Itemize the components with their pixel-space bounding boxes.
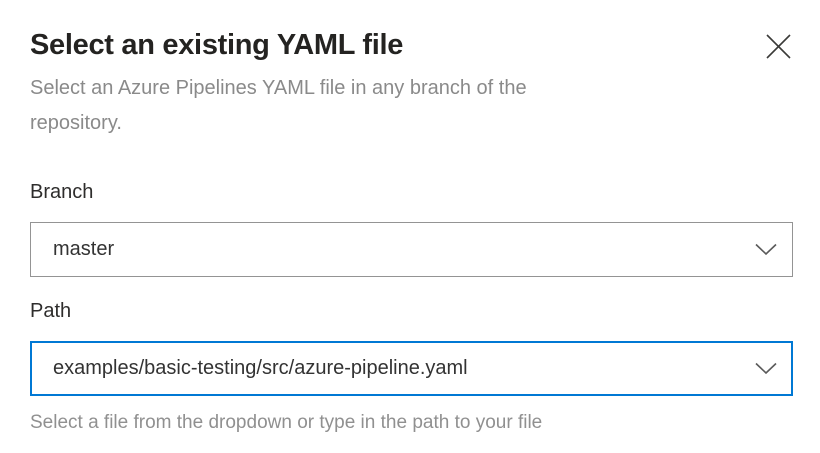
path-helper-text: Select a file from the dropdown or type … xyxy=(30,412,543,433)
branch-label: Branch xyxy=(30,181,94,203)
dialog-header: Select an existing YAML file xyxy=(30,28,793,62)
close-icon xyxy=(766,34,791,59)
path-label: Path xyxy=(30,300,72,322)
dialog-title: Select an existing YAML file xyxy=(30,29,404,61)
path-dropdown-value: examples/basic-testing/src/azure-pipelin… xyxy=(53,357,468,379)
close-button[interactable] xyxy=(764,28,793,61)
dialog-subtitle: Select an Azure Pipelines YAML file in a… xyxy=(30,77,527,134)
path-field: Path examples/basic-testing/src/azure-pi… xyxy=(30,300,793,434)
branch-field: Branch master xyxy=(30,181,793,277)
select-yaml-file-dialog: Select an existing YAML file Select an A… xyxy=(30,28,793,434)
path-dropdown[interactable]: examples/basic-testing/src/azure-pipelin… xyxy=(30,341,793,396)
branch-dropdown[interactable]: master xyxy=(30,222,793,277)
chevron-down-icon xyxy=(755,243,777,256)
chevron-down-icon xyxy=(755,362,777,375)
branch-dropdown-value: master xyxy=(53,238,115,260)
